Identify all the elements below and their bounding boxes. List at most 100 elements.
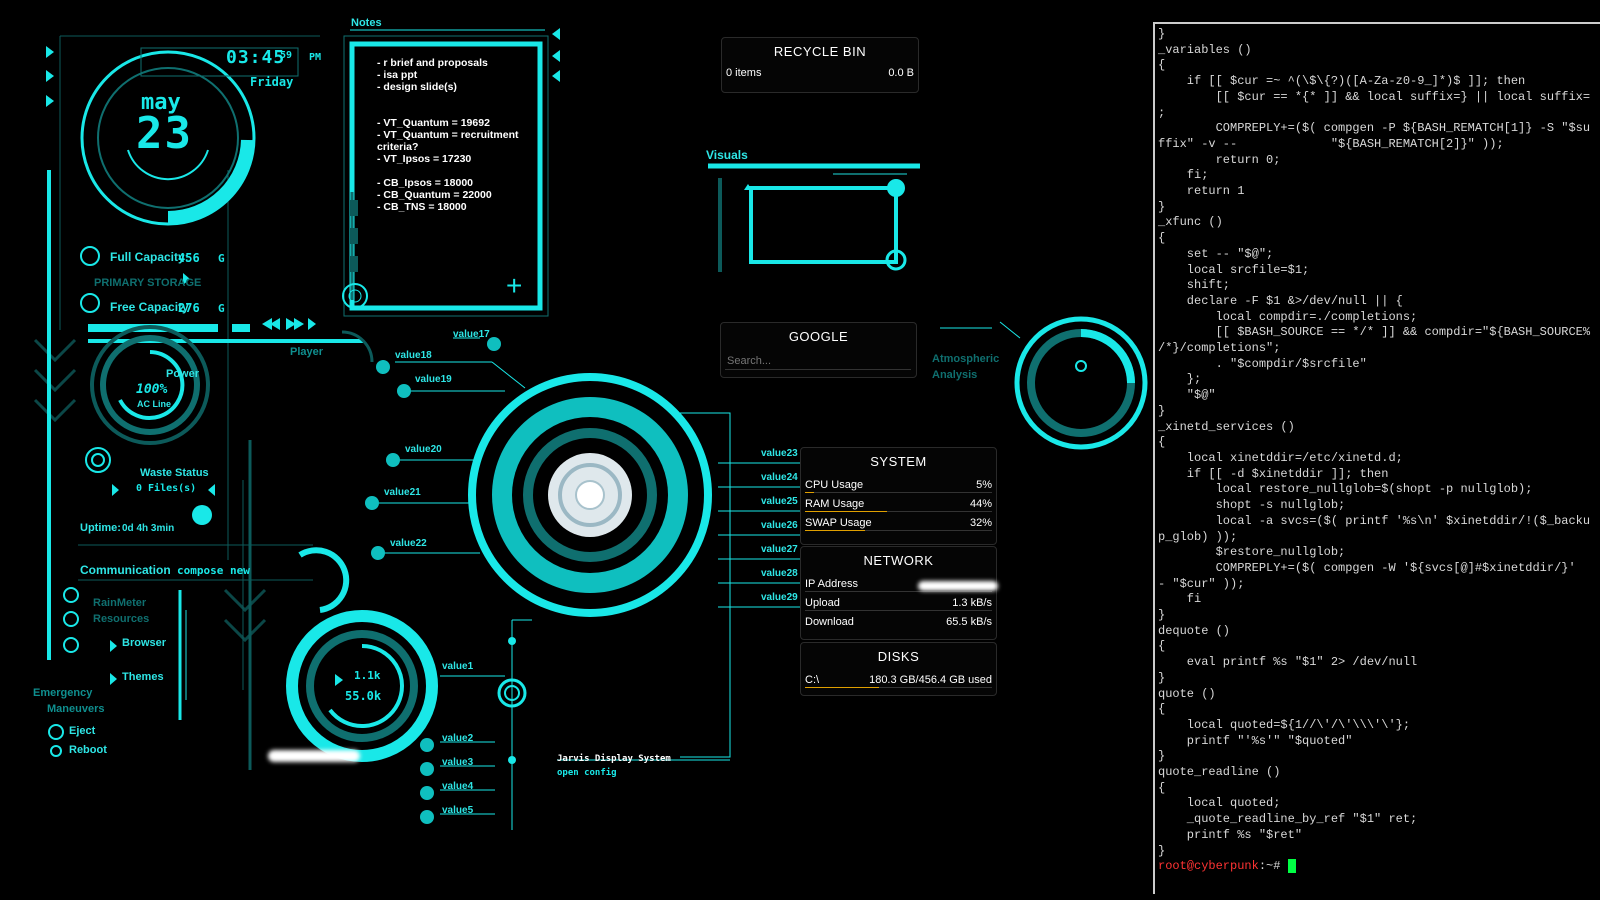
note-line: - CB_Ipsos = 18000: [377, 177, 474, 189]
cpu-usage-bar: [805, 492, 815, 493]
disks-title: DISKS: [877, 649, 920, 664]
power-label: Power: [166, 368, 200, 380]
terminal-line: ffix" -v -- "${BASH_REMATCH[2]}" ));: [1158, 136, 1504, 151]
disk-usage-value: 180.3 GB/456.4 GB used: [869, 674, 992, 686]
uptime-value: 0d 4h 3min: [122, 523, 175, 534]
free-capacity-value: 276: [178, 301, 200, 315]
ram-usage-bar: [805, 511, 888, 512]
themes-link[interactable]: Themes: [122, 671, 164, 683]
terminal-line: shift;: [1158, 278, 1231, 293]
open-config-link[interactable]: open config: [557, 768, 617, 778]
value-label: value3: [442, 757, 474, 768]
redacted-ip: [918, 581, 998, 591]
free-capacity-unit: G: [218, 302, 225, 315]
terminal-line: }: [1158, 27, 1166, 41]
emergency-label: Emergency: [33, 687, 93, 699]
download-value: 65.5 kB/s: [946, 616, 992, 628]
compose-new-link[interactable]: compose new: [177, 564, 250, 577]
terminal-line: {: [1158, 702, 1166, 717]
visuals-label[interactable]: Visuals: [706, 148, 748, 162]
terminal-line: };: [1158, 372, 1202, 387]
clock-seconds: 59: [280, 50, 293, 61]
terminal-line: local compdir=./completions;: [1158, 309, 1418, 324]
terminal-line: "$@": [1158, 388, 1216, 403]
arrow-icon: [46, 70, 54, 82]
terminal-line: }: [1158, 749, 1166, 764]
terminal-window[interactable]: }_variables (){ if [[ $cur =~ ^(\$\{?)([…: [1153, 22, 1600, 894]
full-capacity-unit: G: [218, 252, 225, 265]
full-capacity-value: 456: [178, 251, 200, 265]
value-label: value5: [442, 805, 474, 816]
terminal-line: _xinetd_services (): [1158, 419, 1295, 434]
terminal-line: printf %s "$ret": [1158, 827, 1303, 842]
terminal-line: return 1: [1158, 184, 1245, 199]
power-percent: 100%: [136, 382, 168, 397]
clock-day: Friday: [250, 75, 294, 89]
clock-date: 23: [136, 108, 193, 159]
terminal-line: $restore_nullglob;: [1158, 545, 1346, 560]
terminal-line: shopt -s nullglob;: [1158, 498, 1346, 513]
jarvis-display-label: Jarvis Display System: [557, 754, 671, 764]
terminal-line: }: [1158, 403, 1166, 418]
terminal-line: quote (): [1158, 686, 1216, 701]
redacted-text: [268, 750, 360, 762]
terminal-line: if [[ $cur =~ ^(\$\{?)([A-Za-z0-9_]*)$ ]…: [1158, 74, 1526, 89]
terminal-line: return 0;: [1158, 152, 1281, 167]
upload-value: 1.3 kB/s: [952, 597, 992, 609]
clock-ampm: PM: [309, 52, 322, 63]
terminal-line: fi: [1158, 592, 1202, 607]
note-line: - design slide(s): [377, 81, 457, 93]
fan-icon: [80, 293, 100, 313]
power-source: AC Line: [137, 399, 172, 409]
terminal-line: {: [1158, 639, 1166, 654]
google-search-input[interactable]: [725, 353, 911, 370]
notes-body[interactable]: - r brief and proposals - isa ppt - desi…: [377, 57, 537, 213]
fast-forward-icon: [286, 318, 296, 330]
add-note-button[interactable]: +: [506, 270, 523, 301]
browser-link[interactable]: Browser: [122, 637, 167, 649]
recycle-bin-panel[interactable]: RECYCLE BIN 0 items 0.0 B: [721, 37, 919, 93]
waste-files[interactable]: 0 Files(s): [136, 483, 197, 494]
disk-drive-label: C:\: [805, 674, 820, 686]
ram-usage-value: 44%: [969, 498, 992, 510]
value-label: value29: [761, 592, 798, 603]
terminal-line: }: [1158, 843, 1166, 858]
terminal-line: printf "'%s'" "$quoted": [1158, 733, 1353, 748]
swap-usage-label: SWAP Usage: [805, 517, 872, 529]
reboot-button[interactable]: Reboot: [69, 744, 107, 756]
terminal-prompt-user: root@cyberpunk: [1158, 859, 1259, 874]
terminal-line: local quoted;: [1158, 796, 1281, 811]
note-line: - CB_Quantum = 22000: [377, 189, 492, 201]
recycle-bin-size: 0.0 B: [888, 67, 914, 79]
clock-month: may: [141, 90, 181, 115]
terminal-line: {: [1158, 780, 1166, 795]
terminal-cursor[interactable]: [1287, 859, 1296, 874]
primary-storage-label[interactable]: PRIMARY STORAGE: [94, 277, 202, 289]
eject-button[interactable]: Eject: [69, 725, 96, 737]
terminal-line: dequote (): [1158, 623, 1231, 638]
fan-icon: [80, 246, 100, 266]
atmospheric-label: Atmospheric: [932, 353, 1000, 365]
value-label: value20: [405, 444, 442, 455]
terminal-line: [[ $cur == *{* ]] && local suffix=} || l…: [1158, 89, 1591, 104]
terminal-line: local -a svcs=($( printf '%s\n' $xinetdd…: [1158, 513, 1591, 528]
disk-usage-bar: [805, 687, 879, 688]
terminal-line: fi;: [1158, 168, 1209, 183]
network-title: NETWORK: [863, 553, 934, 568]
eject-icon: [48, 724, 64, 740]
note-line: - isa ppt: [377, 69, 418, 81]
value-label: value1: [442, 661, 474, 672]
terminal-line: ;: [1158, 105, 1166, 120]
terminal-line: - "$cur" ));: [1158, 576, 1245, 591]
communication-label: Communication: [80, 563, 171, 577]
note-line: - CB_TNS = 18000: [377, 201, 467, 213]
terminal-line: declare -F $1 &>/dev/null || {: [1158, 293, 1403, 308]
waste-status-label: Waste Status: [140, 467, 209, 479]
terminal-line: set -- "$@";: [1158, 246, 1274, 261]
note-line: - VT_Quantum = recruitment: [377, 129, 519, 141]
terminal-line: if [[ -d $xinetddir ]]; then: [1158, 466, 1389, 481]
reboot-icon: [50, 745, 62, 757]
value-label: value18: [395, 350, 432, 361]
player-label[interactable]: Player: [290, 346, 324, 358]
